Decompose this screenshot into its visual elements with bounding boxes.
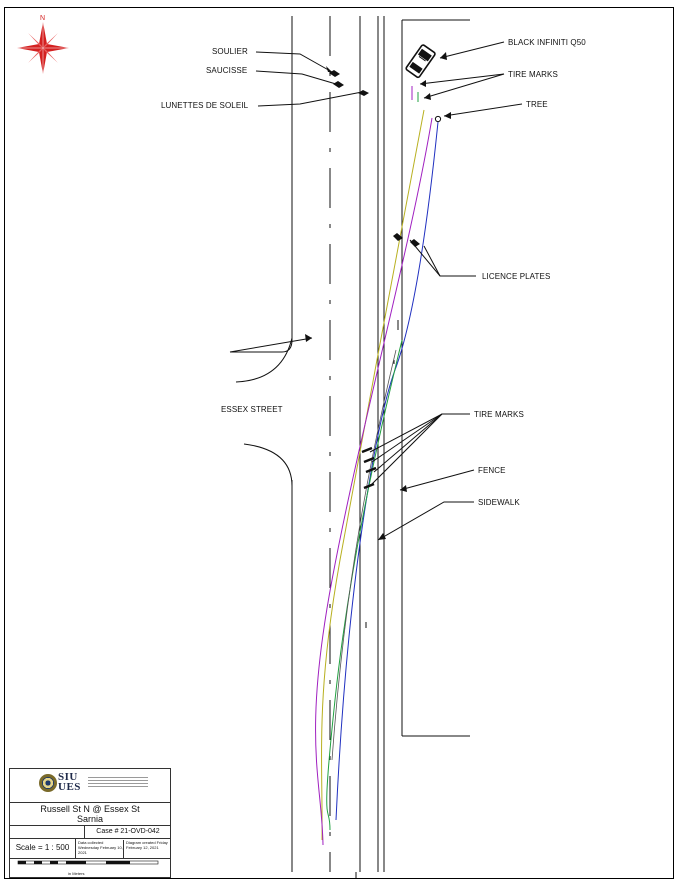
saucisse-marker — [333, 81, 344, 88]
leader-lines — [229, 41, 523, 541]
location-line-1: Russell St N @ Essex St — [40, 804, 140, 814]
soulier-label: SOULIER — [212, 47, 248, 56]
diagram-created-date: Diagram created Friday February 12, 2021 — [126, 840, 168, 850]
compass-icon — [17, 22, 69, 74]
plate-marker-1 — [393, 233, 403, 241]
lunettes-marker — [358, 90, 369, 96]
tire-mark-paths — [315, 109, 439, 846]
compass-north-label: N — [40, 15, 45, 22]
title-block: SIU UES Russell St N @ Essex St Sarnia C… — [9, 768, 171, 878]
case-row: Case # 21-OVD-042 — [10, 826, 170, 839]
lunettes-label: LUNETTES DE SOLEIL — [161, 101, 249, 110]
siu-seal-icon — [39, 774, 57, 792]
tire-marks-mid-label: TIRE MARKS — [474, 410, 524, 419]
scale-bar: in Meters — [10, 858, 170, 877]
logo-fine-print — [88, 777, 148, 793]
case-number: Case # 21-OVD-042 — [84, 826, 171, 838]
data-collected-date: Data collected Wednesday February 10, 20… — [76, 840, 124, 858]
saucisse-label: SAUCISSE — [206, 66, 247, 75]
location-cell: Russell St N @ Essex St Sarnia — [10, 802, 170, 826]
vehicle-label: BLACK INFINITI Q50 — [508, 38, 586, 47]
evidence-markers — [329, 70, 442, 490]
tire-marks-top-label: TIRE MARKS — [508, 70, 558, 79]
tree-label: TREE — [526, 100, 548, 109]
scalebar-unit: in Meters — [68, 871, 84, 876]
sidewalk-label: SIDEWALK — [478, 498, 520, 507]
location-line-2: Sarnia — [76, 814, 103, 824]
siu-logo: SIU UES — [10, 769, 170, 803]
fence-label: FENCE — [478, 466, 506, 475]
tree-icon — [434, 115, 442, 123]
vehicle-icon — [405, 44, 436, 79]
licence-plates-label: LICENCE PLATES — [482, 272, 550, 281]
street-label: ESSEX STREET — [221, 405, 283, 414]
scale-value: Scale = 1 : 500 — [10, 838, 76, 858]
diagram-border — [4, 7, 674, 879]
road-lines — [230, 16, 470, 878]
plate-marker-2 — [410, 239, 420, 247]
logo-wordmark: SIU UES — [58, 771, 81, 793]
scale-row: Scale = 1 : 500 Data collected Wednesday… — [10, 838, 170, 859]
